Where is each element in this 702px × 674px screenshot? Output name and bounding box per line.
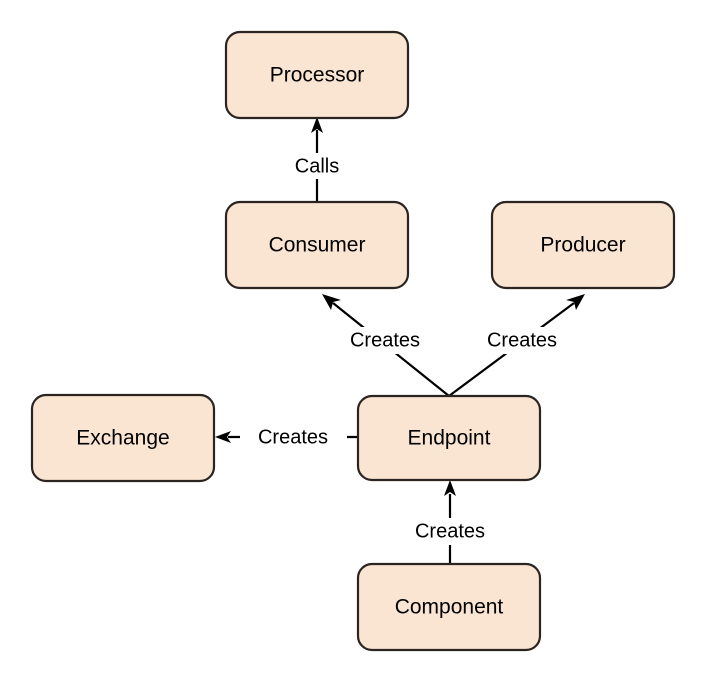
edge-label-creates-consumer: Creates <box>350 329 420 351</box>
node-box-exchange[interactable] <box>30 393 216 483</box>
label-plate-creates-consumer <box>332 327 439 354</box>
edge-label-creates-endpoint: Creates <box>415 520 485 542</box>
node-label-processor: Processor <box>270 64 365 87</box>
node-producer[interactable]: Producer <box>490 200 676 290</box>
label-plate-calls <box>283 153 351 179</box>
node-endpoint[interactable]: Endpoint <box>356 394 542 482</box>
node-box-processor[interactable] <box>224 30 410 120</box>
node-box-producer[interactable] <box>490 200 676 290</box>
edge-label-calls: Calls <box>295 155 339 177</box>
node-label-component: Component <box>395 596 504 619</box>
arrowhead-calls <box>311 117 323 133</box>
label-plate-creates-exchange <box>240 424 347 451</box>
label-plate-creates-producer <box>469 327 576 354</box>
edge-endpoint-creates-consumer: Creates <box>322 294 450 397</box>
edge-endpoint-creates-producer: Creates <box>448 294 585 397</box>
edge-endpoint-creates-exchange: Creates <box>215 424 358 451</box>
node-label-endpoint: Endpoint <box>408 427 491 450</box>
label-plate-creates-endpoint <box>397 518 504 545</box>
arrowhead-creates-consumer <box>322 294 341 310</box>
node-label-producer: Producer <box>540 234 625 257</box>
arrowhead-creates-endpoint <box>444 480 456 496</box>
node-box-endpoint[interactable] <box>356 394 542 482</box>
node-box-component[interactable] <box>356 562 542 652</box>
node-exchange[interactable]: Exchange <box>30 393 216 483</box>
edge-label-creates-producer: Creates <box>487 329 557 351</box>
node-consumer[interactable]: Consumer <box>224 200 410 290</box>
node-label-exchange: Exchange <box>76 427 169 450</box>
node-box-consumer[interactable] <box>224 200 410 290</box>
node-processor[interactable]: Processor <box>224 30 410 120</box>
arrowhead-creates-producer <box>566 294 585 310</box>
edge-component-creates-endpoint: Creates <box>397 480 504 564</box>
edge-consumer-calls-processor: Calls <box>283 117 351 202</box>
arrowhead-creates-exchange <box>215 431 231 443</box>
node-label-consumer: Consumer <box>269 234 366 257</box>
edge-label-creates-exchange: Creates <box>258 426 328 448</box>
node-component[interactable]: Component <box>356 562 542 652</box>
